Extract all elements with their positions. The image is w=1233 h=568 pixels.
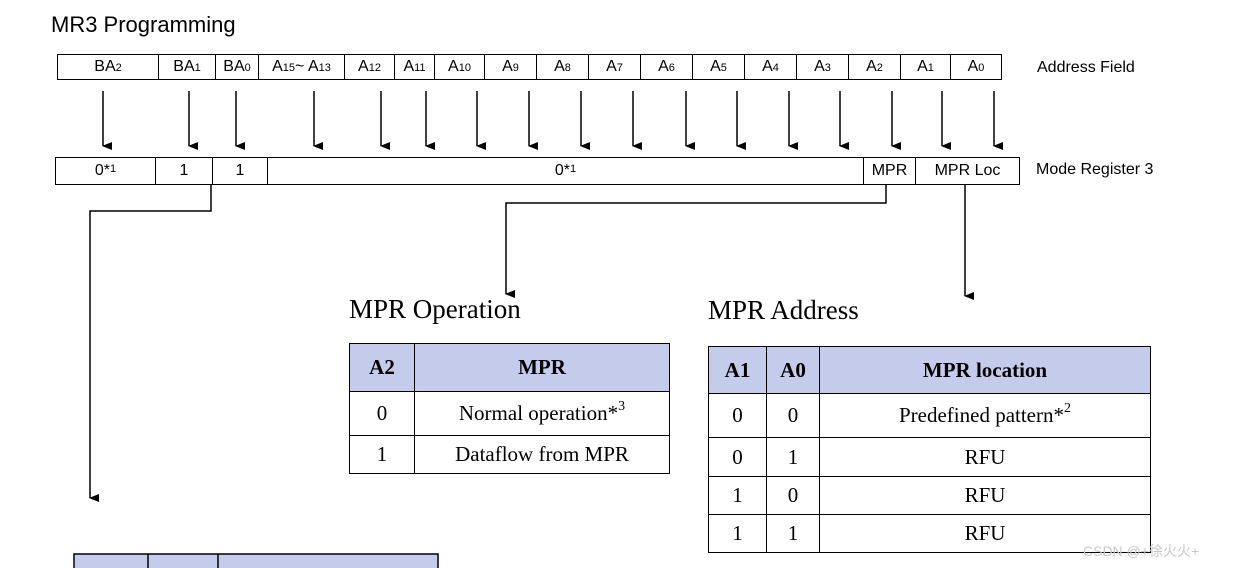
mpr-address-title: MPR Address <box>708 295 859 325</box>
mpr-op-header-mpr: MPR <box>414 343 670 392</box>
lower-table-header <box>73 553 439 568</box>
connector-ba-to-table <box>89 185 212 502</box>
mr-cell-ba1: 1 <box>156 158 213 184</box>
mpr-addr-cell-location: Predefined pattern*2 <box>819 393 1151 438</box>
mr-cell-reserved: 0*1 <box>268 158 864 184</box>
mpr-operation-title: MPR Operation <box>349 294 521 324</box>
mr-cell-mpr-loc: MPR Loc <box>934 162 1001 179</box>
mpr-addr-cell-location: RFU <box>819 437 1151 477</box>
table-row: 1 Dataflow from MPR <box>349 435 670 474</box>
address-field-label: Address Field <box>1037 59 1135 76</box>
mpr-addr-cell-a0: 0 <box>766 393 820 438</box>
mpr-address-table: A1 A0 MPR location 0 0 Predefined patter… <box>708 346 1151 553</box>
mr-cell-mpr: MPR <box>864 158 916 184</box>
mpr-op-cell-a2: 1 <box>349 435 415 474</box>
mpr-addr-header-location: MPR location <box>819 346 1151 394</box>
mr-cell-ba2: 0*1 <box>56 158 156 184</box>
mode-register-row: 0*1 1 1 0*1 MPR MPR Loc <box>55 157 1020 185</box>
page-title: MR3 Programming <box>51 12 236 37</box>
table-row: 1 0 RFU <box>708 476 1151 515</box>
mpr-addr-cell-location: RFU <box>819 514 1151 553</box>
mpr-op-cell-mpr: Dataflow from MPR <box>414 435 670 474</box>
watermark: CSDN @+徐火火+ <box>1083 543 1200 559</box>
mpr-operation-table: A2 MPR 0 Normal operation*3 1 Dataflow f… <box>349 343 670 474</box>
connector-mpr-to-operation <box>505 185 887 298</box>
table-row: 0 1 RFU <box>708 437 1151 477</box>
table-row: 0 Normal operation*3 <box>349 391 670 436</box>
mr-cell-ba0: 1 <box>213 158 268 184</box>
mpr-op-cell-a2: 0 <box>349 391 415 436</box>
mpr-addr-header-a0: A0 <box>766 346 820 394</box>
mpr-addr-cell-a1: 0 <box>708 393 767 438</box>
mode-register-label: Mode Register 3 <box>1036 161 1154 178</box>
mpr-op-header-a2: A2 <box>349 343 415 392</box>
table-row: 0 0 Predefined pattern*2 <box>708 393 1151 438</box>
mpr-op-cell-mpr: Normal operation*3 <box>414 391 670 436</box>
mpr-addr-header-a1: A1 <box>708 346 767 394</box>
mpr-addr-cell-a1: 0 <box>708 437 767 477</box>
mpr-addr-cell-location: RFU <box>819 476 1151 515</box>
mpr-addr-cell-a0: 1 <box>766 514 820 553</box>
mpr-addr-cell-a0: 1 <box>766 437 820 477</box>
mpr-addr-cell-a1: 1 <box>708 514 767 553</box>
mpr-addr-cell-a1: 1 <box>708 476 767 515</box>
mpr-addr-cell-a0: 0 <box>766 476 820 515</box>
table-row: 1 1 RFU <box>708 514 1151 553</box>
